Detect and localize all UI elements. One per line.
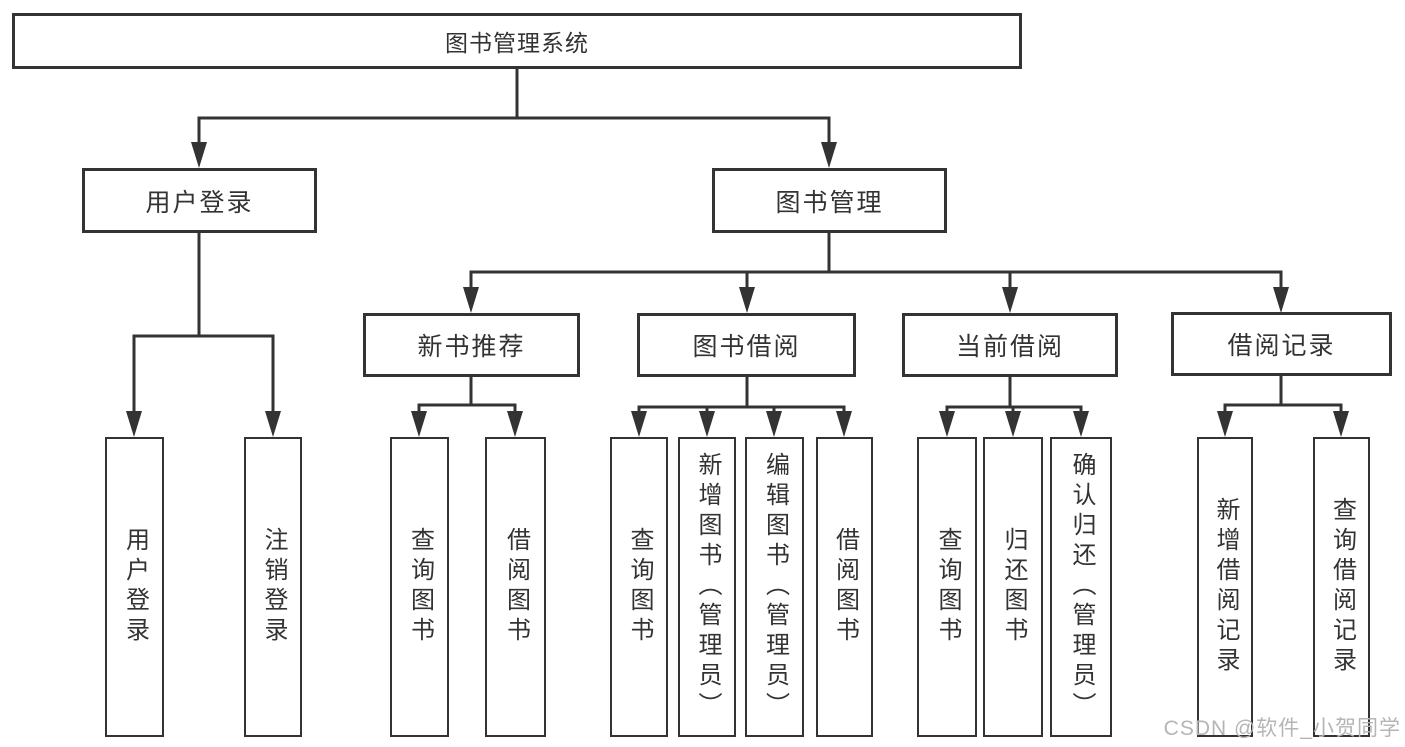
node-new-book-recommend-label: 新书推荐 bbox=[417, 333, 526, 361]
leaf-nb-query-book: 查询图书 bbox=[390, 437, 449, 737]
edge-new-book-to-leaves bbox=[411, 377, 523, 437]
leaf-bb-add-book-admin: 新增图书（管理员） bbox=[678, 437, 736, 737]
leaf-nb-borrow-book-label: 借阅图书 bbox=[502, 527, 530, 647]
arrow-down-icon bbox=[631, 411, 647, 437]
leaf-bb-edit-book-admin: 编辑图书（管理员） bbox=[745, 437, 804, 737]
edge-book-management-to-level3 bbox=[463, 233, 1289, 313]
arrow-down-icon bbox=[739, 287, 755, 313]
arrow-down-icon bbox=[836, 411, 852, 437]
arrow-down-icon bbox=[821, 142, 837, 168]
leaf-logout: 注销登录 bbox=[244, 437, 302, 737]
arrow-down-icon bbox=[1333, 411, 1349, 437]
node-current-borrow: 当前借阅 bbox=[902, 313, 1118, 377]
edge-user-login-to-leaves bbox=[126, 233, 281, 437]
node-borrow-record-label: 借阅记录 bbox=[1227, 332, 1336, 360]
edge-book-borrow-to-leaves bbox=[631, 377, 852, 437]
arrow-down-icon bbox=[1217, 411, 1233, 437]
node-book-borrow: 图书借阅 bbox=[637, 313, 856, 377]
leaf-nb-query-book-label: 查询图书 bbox=[406, 527, 434, 647]
leaf-bb-query-book-label: 查询图书 bbox=[626, 527, 653, 647]
leaf-br-add-record: 新增借阅记录 bbox=[1197, 437, 1253, 737]
arrow-down-icon bbox=[126, 411, 142, 437]
arrow-down-icon bbox=[766, 411, 782, 437]
leaf-cb-query-book: 查询图书 bbox=[917, 437, 977, 737]
arrow-down-icon bbox=[1073, 411, 1089, 437]
leaf-cb-confirm-return-admin: 确认归还（管理员） bbox=[1050, 437, 1112, 737]
leaf-cb-confirm-return-admin-label: 确认归还（管理员） bbox=[1068, 452, 1095, 722]
node-user-login: 用户登录 bbox=[82, 168, 317, 233]
node-new-book-recommend: 新书推荐 bbox=[363, 313, 580, 377]
leaf-br-query-record-label: 查询借阅记录 bbox=[1328, 497, 1356, 677]
edge-borrow-record-to-leaves bbox=[1217, 376, 1349, 437]
arrow-down-icon bbox=[1002, 287, 1018, 313]
arrow-down-icon bbox=[1273, 287, 1289, 313]
arrow-down-icon bbox=[411, 411, 427, 437]
arrow-down-icon bbox=[939, 411, 955, 437]
node-book-management: 图书管理 bbox=[712, 168, 947, 233]
leaf-bb-query-book: 查询图书 bbox=[610, 437, 668, 737]
watermark-text: CSDN @软件_小贺同学 bbox=[1163, 717, 1401, 740]
edge-current-borrow-to-leaves bbox=[939, 377, 1089, 437]
leaf-cb-return-book: 归还图书 bbox=[983, 437, 1043, 737]
leaf-nb-borrow-book: 借阅图书 bbox=[485, 437, 546, 737]
node-book-management-label: 图书管理 bbox=[775, 188, 884, 217]
arrow-down-icon bbox=[699, 411, 715, 437]
leaf-br-add-record-label: 新增借阅记录 bbox=[1212, 497, 1239, 677]
node-current-borrow-label: 当前借阅 bbox=[955, 333, 1064, 361]
node-root-label: 图书管理系统 bbox=[445, 30, 589, 56]
leaf-logout-label: 注销登录 bbox=[260, 527, 287, 647]
leaf-bb-edit-book-admin-label: 编辑图书（管理员） bbox=[761, 452, 789, 722]
leaf-bb-borrow-book: 借阅图书 bbox=[816, 437, 873, 737]
arrow-down-icon bbox=[191, 142, 207, 168]
edge-root-to-level2 bbox=[191, 69, 837, 168]
node-root: 图书管理系统 bbox=[12, 13, 1022, 69]
arrow-down-icon bbox=[463, 287, 479, 313]
leaf-cb-query-book-label: 查询图书 bbox=[934, 527, 961, 647]
leaf-user-login: 用户登录 bbox=[105, 437, 164, 737]
node-user-login-label: 用户登录 bbox=[145, 188, 254, 217]
leaf-bb-add-book-admin-label: 新增图书（管理员） bbox=[694, 452, 721, 722]
arrow-down-icon bbox=[265, 411, 281, 437]
leaf-user-login-label: 用户登录 bbox=[121, 527, 149, 647]
leaf-cb-return-book-label: 归还图书 bbox=[1000, 527, 1027, 647]
node-borrow-record: 借阅记录 bbox=[1171, 312, 1392, 376]
leaf-bb-borrow-book-label: 借阅图书 bbox=[831, 527, 859, 647]
arrow-down-icon bbox=[1005, 411, 1021, 437]
arrow-down-icon bbox=[507, 411, 523, 437]
node-book-borrow-label: 图书借阅 bbox=[692, 333, 801, 361]
leaf-br-query-record: 查询借阅记录 bbox=[1313, 437, 1370, 737]
